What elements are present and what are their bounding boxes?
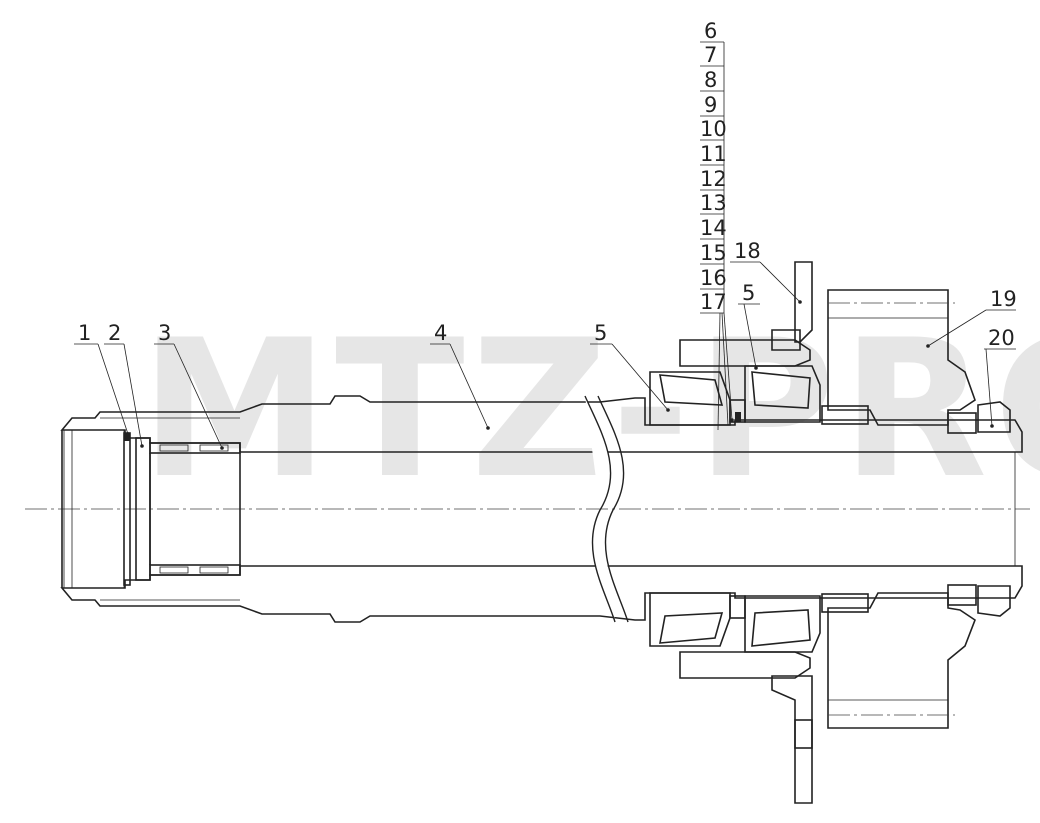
callout-label: 8 — [704, 68, 717, 92]
nut-part-20 — [947, 401, 1011, 617]
callout-label: 13 — [700, 191, 727, 215]
bracket-part-18 — [771, 261, 813, 804]
callout-label: 9 — [704, 93, 717, 117]
callout-19: 19 — [926, 287, 1017, 348]
callout-label: 17 — [700, 290, 727, 314]
callout-label: 7 — [704, 43, 717, 67]
callout-label: 20 — [988, 326, 1015, 350]
callout-label: 19 — [990, 287, 1017, 311]
callout-5-left: 5 — [590, 321, 670, 412]
callout-4: 4 — [430, 321, 490, 430]
callout-label: 15 — [700, 241, 727, 265]
callout-18: 18 — [730, 239, 802, 304]
callout-label: 16 — [700, 266, 727, 290]
callout-5-right: 5 — [738, 281, 760, 370]
callout-stack: 6 7 8 9 10 11 12 13 14 15 16 17 — [700, 19, 734, 431]
callout-label: 10 — [700, 117, 727, 141]
break-line — [584, 395, 616, 623]
callout-label: 5 — [742, 281, 755, 305]
callout-label: 14 — [700, 216, 727, 240]
callout-20: 20 — [984, 326, 1016, 428]
callout-label: 2 — [108, 321, 121, 345]
needle-bearing-part-3 — [149, 442, 241, 576]
bearing-assembly-lower — [649, 592, 869, 679]
callout-label: 6 — [704, 19, 717, 43]
callout-label: 18 — [734, 239, 761, 263]
callout-1: 1 — [74, 321, 130, 436]
callout-3: 3 — [154, 321, 224, 450]
callout-label: 5 — [594, 321, 607, 345]
callout-label: 12 — [700, 167, 727, 191]
callout-label: 4 — [434, 321, 447, 345]
gear-part-19 — [827, 289, 976, 729]
callout-label: 11 — [700, 142, 727, 166]
callout-label: 3 — [158, 321, 171, 345]
callout-label: 1 — [78, 321, 91, 345]
callout-2: 2 — [104, 321, 144, 448]
